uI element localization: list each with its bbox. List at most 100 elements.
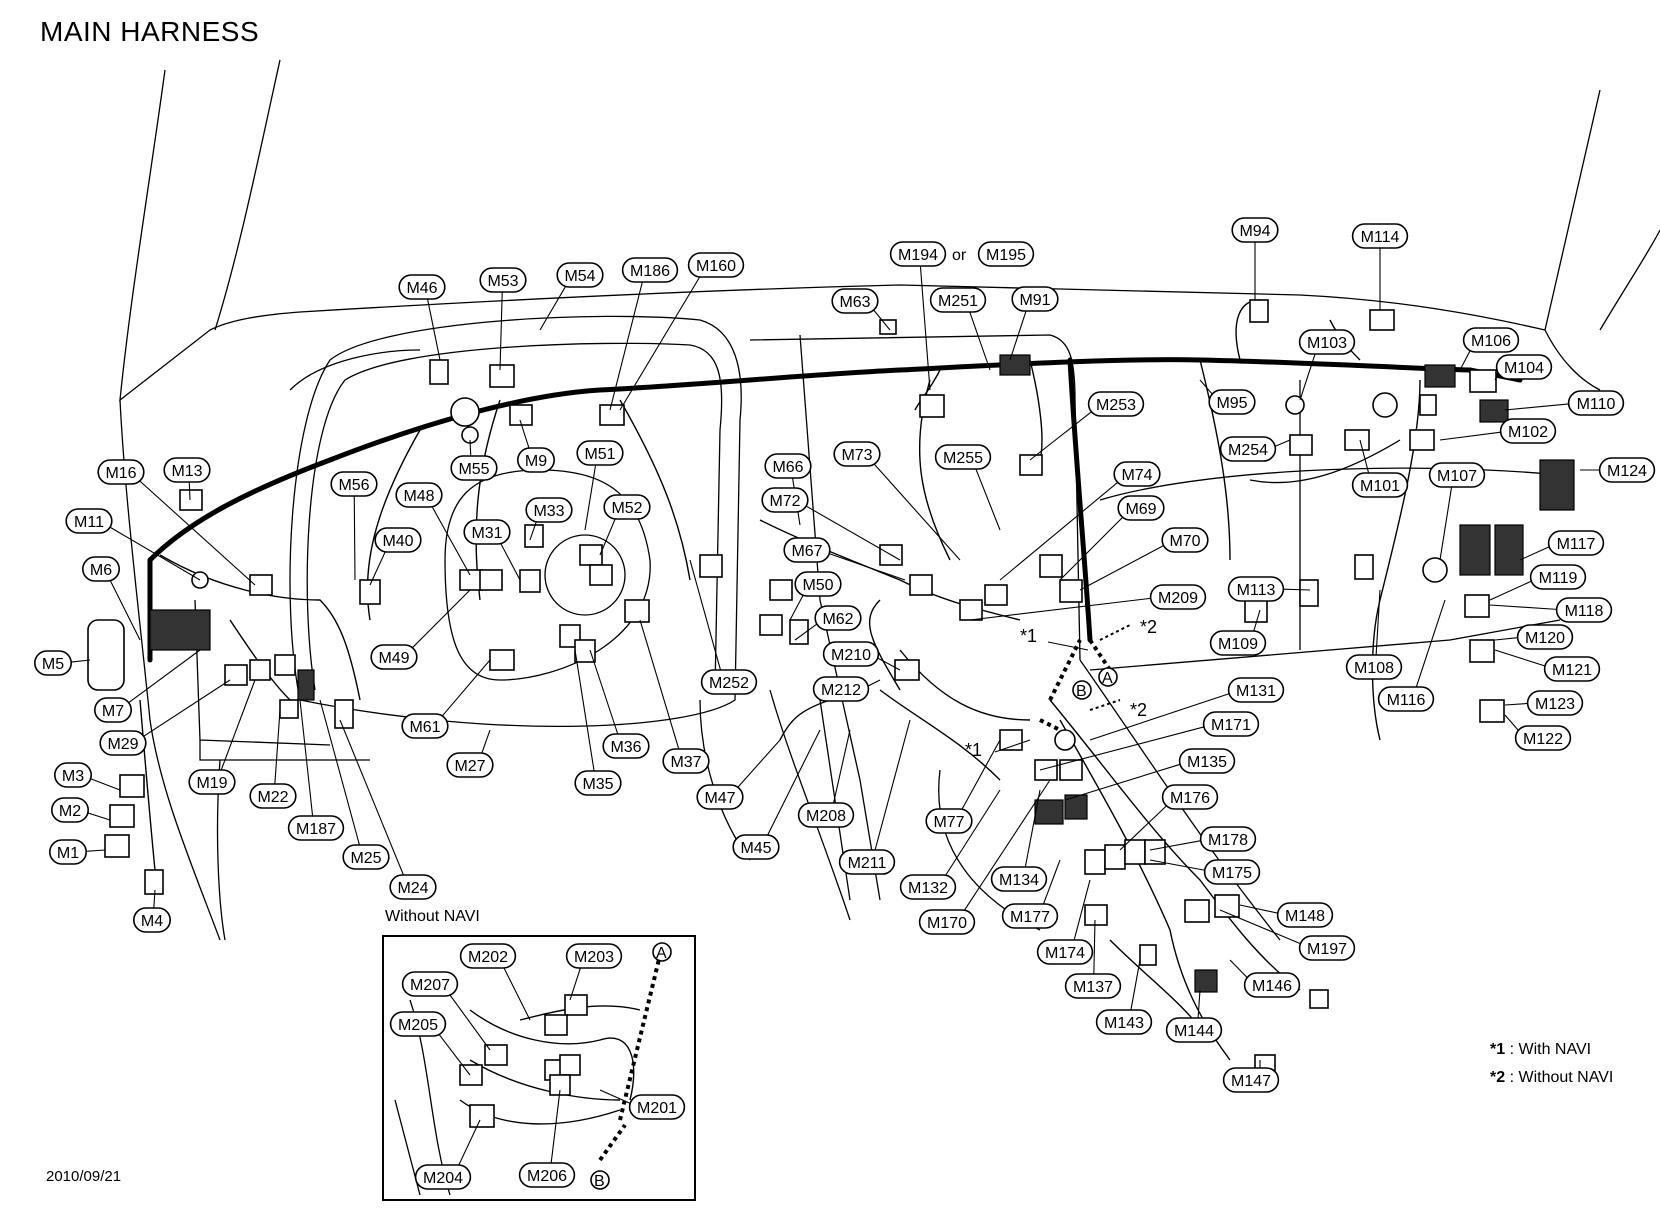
label-pill xyxy=(1011,286,1059,312)
label-pill xyxy=(389,1011,447,1037)
leader-line-m56 xyxy=(353,495,356,581)
leader-line-m46 xyxy=(426,298,441,361)
label-text: M67 xyxy=(791,543,822,560)
label-pill xyxy=(1428,462,1486,488)
label-pill xyxy=(370,644,418,670)
label-pill xyxy=(249,783,297,809)
connector-label-m178: M178 xyxy=(1199,826,1257,852)
label-text: M3 xyxy=(62,768,84,785)
connector-label-m109: M109 xyxy=(1209,630,1267,656)
leader-line-m207 xyxy=(447,992,491,1051)
connector-label-m120: M120 xyxy=(1516,624,1574,650)
leader-line-m253 xyxy=(1029,410,1094,461)
leader-line-m197 xyxy=(1219,909,1302,945)
label-pill xyxy=(1219,436,1277,462)
connector-label-m137: M137 xyxy=(1064,973,1122,999)
connector-label-m74: M74 xyxy=(1113,461,1161,487)
label-pill xyxy=(732,834,780,860)
connector-label-m174: M174 xyxy=(1036,939,1094,965)
label-text: M11 xyxy=(74,514,104,531)
connector-label-m5: M5 xyxy=(33,650,73,676)
leader-line-m186 xyxy=(609,281,644,411)
label-pill xyxy=(374,527,422,553)
connector-label-m135: M135 xyxy=(1178,748,1236,774)
label-pill xyxy=(1298,329,1356,355)
label-text: M135 xyxy=(1187,754,1227,771)
label-text: M110 xyxy=(1577,396,1616,413)
connector-label-m117: M117 xyxy=(1547,530,1605,556)
label-text: M187 xyxy=(296,821,336,838)
connector-label-m171: M171 xyxy=(1202,711,1260,737)
leader-line-m123 xyxy=(1504,702,1528,706)
label-pill xyxy=(1499,418,1557,444)
connector-label-m7: M7 xyxy=(94,697,133,723)
connector-label-m147: M147 xyxy=(1222,1067,1280,1093)
connector-label-m55: M55 xyxy=(450,455,498,481)
legend-row-with-navi: *1 : With NAVI xyxy=(1490,1036,1613,1064)
connector-label-m177: M177 xyxy=(1001,903,1059,929)
leader-line-m49 xyxy=(410,589,471,650)
label-text: M178 xyxy=(1208,832,1248,849)
label-text: M121 xyxy=(1552,662,1592,679)
label-text: M46 xyxy=(406,280,437,297)
label-pill xyxy=(33,650,73,676)
label-pill xyxy=(459,943,517,969)
label-pill xyxy=(1087,391,1145,417)
connector-label-m29: M29 xyxy=(99,730,147,756)
label-pill xyxy=(1276,902,1334,928)
label-text: M148 xyxy=(1285,908,1325,925)
label-pill xyxy=(1203,859,1261,885)
connector-label-m54: M54 xyxy=(556,262,604,288)
label-text: M5 xyxy=(42,656,64,673)
connector-label-m31: M31 xyxy=(463,519,511,545)
leader-line-m252 xyxy=(689,559,722,671)
connector-label-m104: M104 xyxy=(1495,354,1553,380)
label-text: M117 xyxy=(1557,536,1596,553)
connector-label-m146: M146 xyxy=(1243,972,1301,998)
connector-label-m46: M46 xyxy=(398,274,446,300)
leader-line-m36 xyxy=(589,649,619,735)
connector-label-m48: M48 xyxy=(395,482,443,508)
connector-label-m203: M203 xyxy=(565,943,623,969)
label-pill xyxy=(899,874,957,900)
label-text: M118 xyxy=(1565,603,1604,620)
leader-line-m27 xyxy=(480,729,491,755)
legend-row-without-navi: *2 : Without NAVI xyxy=(1490,1064,1613,1092)
label-pill xyxy=(97,459,145,485)
label-pill xyxy=(1529,564,1587,590)
connector-label-m27: M27 xyxy=(446,752,494,778)
leader-line-m1 xyxy=(86,849,106,852)
leader-line-m74 xyxy=(999,480,1120,581)
label-pill xyxy=(48,839,88,865)
label-text: M48 xyxy=(403,488,434,505)
label-text: M62 xyxy=(822,611,853,628)
connector-label-m61: M61 xyxy=(401,713,449,739)
leader-line-m121 xyxy=(1494,649,1546,667)
label-pill xyxy=(1543,656,1601,682)
leader-line-m16 xyxy=(138,479,256,586)
leader-line-m52 xyxy=(599,517,617,556)
connector-label-m49: M49 xyxy=(370,644,418,670)
label-text: M254 xyxy=(1228,442,1268,459)
connector-label-m210: M210 xyxy=(822,641,880,667)
label-pill xyxy=(1526,690,1584,716)
leader-line-m208 xyxy=(832,729,851,804)
leader-line-m50 xyxy=(789,593,805,621)
leader-line-m177 xyxy=(1042,859,1061,906)
label-text: M52 xyxy=(611,500,642,517)
leader-line-m33 xyxy=(529,519,538,541)
connector-label-m209: M209 xyxy=(1149,584,1207,610)
leader-line-m91 xyxy=(1009,309,1027,361)
label-pill xyxy=(1161,784,1219,810)
inset-circle-mark-a: A xyxy=(656,945,667,962)
label-text: M45 xyxy=(740,840,771,857)
connector-label-m62: M62 xyxy=(814,605,862,631)
label-pill xyxy=(401,713,449,739)
label-pill xyxy=(516,447,555,473)
label-text: M24 xyxy=(397,880,428,897)
label-text: M61 xyxy=(409,719,440,736)
connector-label-m131: M131 xyxy=(1227,677,1285,703)
label-pill xyxy=(565,943,623,969)
label-pill xyxy=(330,471,378,497)
